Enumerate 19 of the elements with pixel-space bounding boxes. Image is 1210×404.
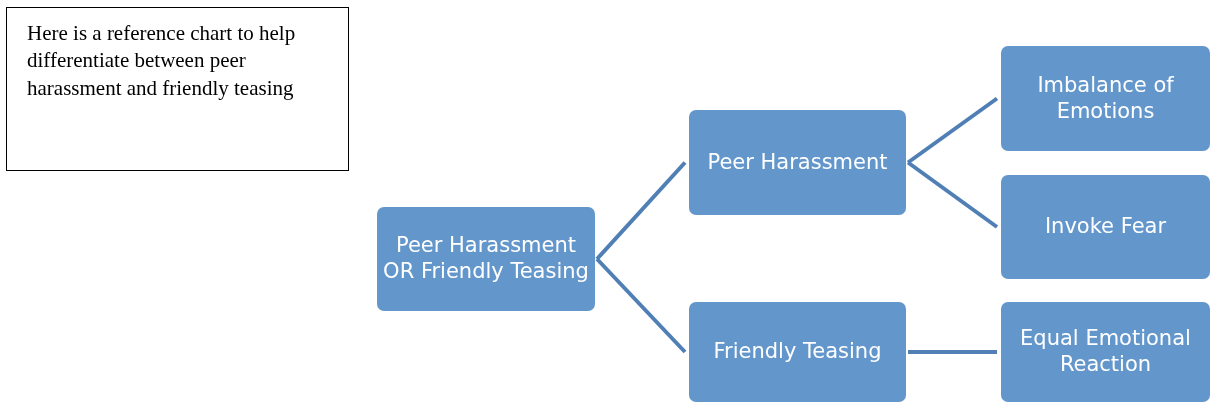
connector-line (595, 257, 687, 354)
box-label: Invoke Fear (1044, 214, 1167, 240)
category-box (1001, 302, 1210, 402)
box-label: Peer Harassment OR Friendly Teasing (383, 233, 589, 285)
category-box (689, 110, 906, 215)
note-text: Here is a reference chart to help differentiate between peer harassment and friendly teasing (27, 21, 296, 100)
box-label: Peer Harassment (707, 149, 888, 176)
category-box (377, 207, 595, 311)
connector-line (906, 96, 999, 165)
note-box (6, 7, 349, 171)
connector-line (906, 160, 999, 229)
box-label: Imbalance of Emotions (1036, 72, 1175, 125)
box-label: Equal Emotional Reaction (1019, 326, 1192, 378)
category-box (689, 302, 906, 402)
connector-line (908, 350, 997, 354)
connector-line (595, 161, 687, 261)
category-box (1001, 175, 1210, 279)
category-box (1001, 46, 1210, 151)
box-label: Friendly Teasing (713, 339, 882, 365)
